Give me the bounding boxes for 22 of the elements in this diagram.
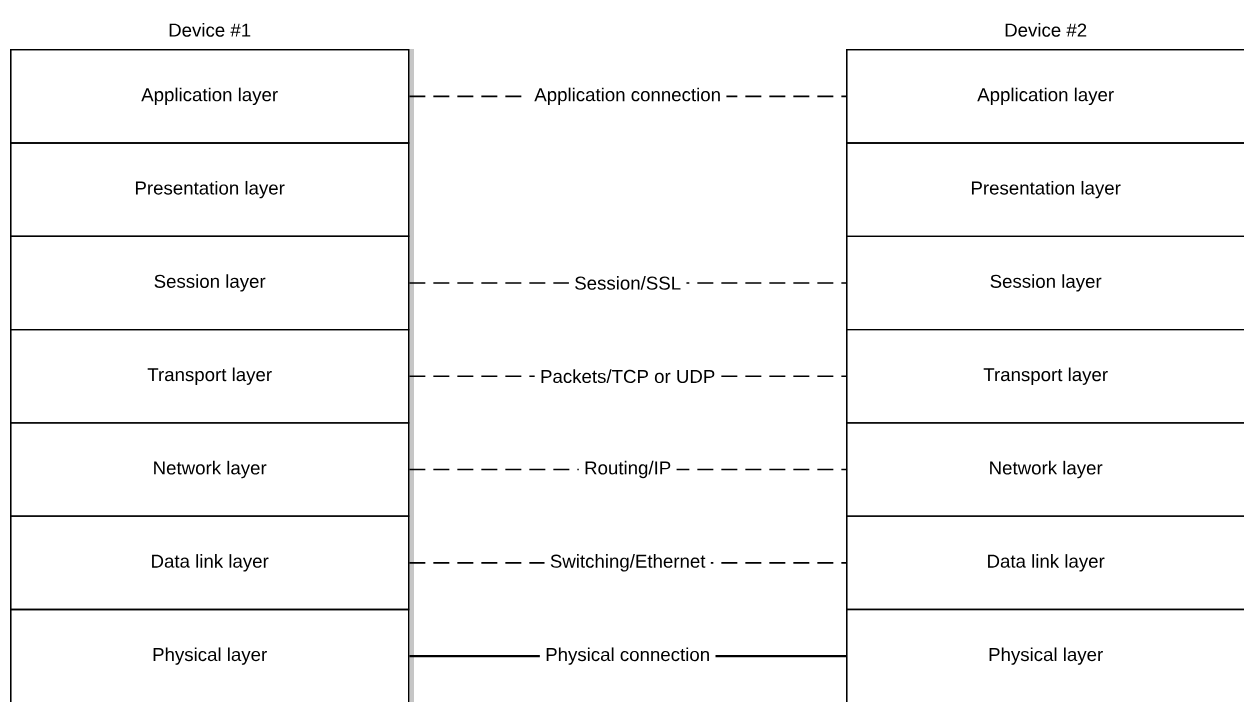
layer-box: Network layer xyxy=(10,422,410,517)
layer-box: Application layer xyxy=(846,49,1244,144)
layer-box: Physical layer xyxy=(846,608,1244,702)
layer-box: Transport layer xyxy=(846,328,1244,424)
layer-box: Data link layer xyxy=(846,515,1244,611)
layer-box: Physical layer xyxy=(10,608,410,702)
layer-box: Data link layer xyxy=(10,515,410,611)
edge-label: Application connection xyxy=(534,87,720,105)
edge-label: Session/SSL xyxy=(575,276,681,290)
edge-label: Packets/TCP or UDP xyxy=(541,369,715,384)
edge-label: Physical connection xyxy=(546,647,709,665)
layer-box: Presentation layer xyxy=(10,142,410,237)
edge-label: Switching/Ethernet xyxy=(550,554,706,572)
layer-box: Session layer xyxy=(10,235,410,331)
layer-box: Application layer xyxy=(10,49,410,144)
node-label: Device #2 xyxy=(1005,23,1087,37)
node-label: Device #1 xyxy=(169,23,251,37)
layer-box: Presentation layer xyxy=(846,142,1244,237)
edge-label: Routing/IP xyxy=(585,460,671,479)
layer-box: Network layer xyxy=(846,422,1244,517)
layer-box: Transport layer xyxy=(10,328,410,424)
layer-box: Session layer xyxy=(846,235,1244,331)
